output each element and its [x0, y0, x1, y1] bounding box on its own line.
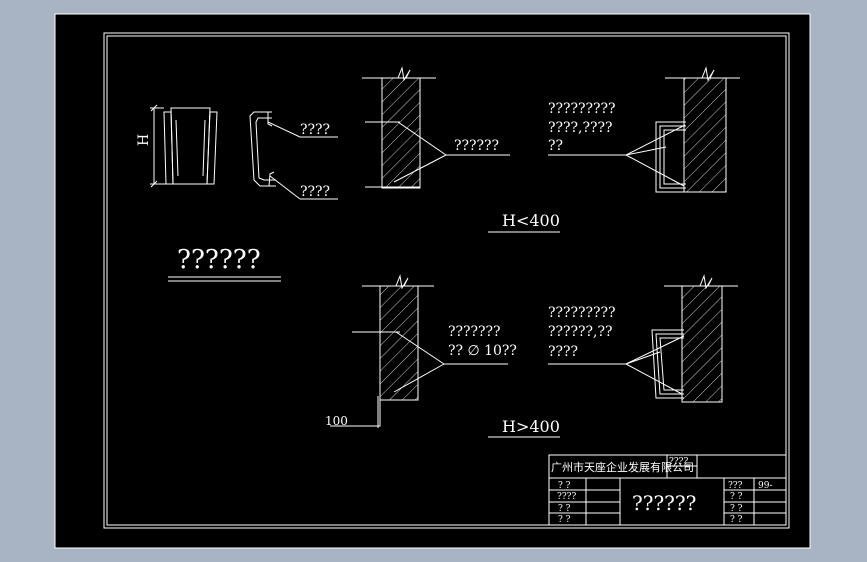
inner-border [106, 35, 787, 526]
title-block-left-row-4: ? ? [558, 515, 571, 525]
channel-section [249, 111, 338, 200]
callout-bottom-right-3: ???? [548, 344, 578, 360]
callout-bottom-mid-2: ?? ∅ 10?? [448, 343, 517, 359]
title-block-left-row-3: ? ? [558, 504, 571, 514]
callout-bottom-mid-1: ??????? [448, 324, 501, 340]
title-block-field-top: ???? [669, 457, 688, 467]
wall-detail-top-left [362, 66, 510, 189]
main-title: ?????? [177, 245, 261, 275]
callout-small-1: ???? [300, 122, 330, 138]
label-h-gt-400: H>400 [502, 417, 560, 436]
wall-detail-bottom-right [548, 274, 738, 403]
outer-border [103, 32, 790, 529]
callout-small-2: ???? [300, 184, 330, 200]
title-block-sheet-title: ?????? [632, 491, 696, 515]
callout-top-right-3: ?? [548, 138, 563, 154]
title-block-right-row-2: ? ? [730, 492, 743, 502]
title-block-drawing-no: 99- [758, 481, 773, 491]
callout-top-right-2: ????,???? [548, 120, 613, 136]
title-block-right-row-4: ? ? [730, 515, 743, 525]
callout-top-right-1: ????????? [548, 101, 616, 117]
callout-bottom-right-1: ????????? [548, 305, 616, 321]
label-h-lt-400: H<400 [502, 211, 560, 230]
dimension-h-label: H [136, 134, 152, 146]
callout-top-mid: ?????? [454, 138, 499, 154]
title-block-field-mid: ??? [728, 481, 743, 491]
callout-bottom-right-2: ??????,?? [548, 324, 613, 340]
dimension-100: 100 [325, 414, 348, 428]
title-block-right-row-3: ? ? [730, 504, 743, 514]
title-block-left-row-1: ? ? [558, 481, 571, 491]
wall-detail-top-right [548, 66, 740, 193]
title-block-grid [548, 454, 787, 526]
title-block-company: 广州市天座企业发展有限公司 [551, 460, 694, 474]
dimension-h [150, 104, 166, 188]
tapered-frame-section [163, 107, 218, 185]
title-block-left-row-2: ???? [557, 492, 576, 502]
wall-detail-bottom-left [330, 274, 508, 428]
